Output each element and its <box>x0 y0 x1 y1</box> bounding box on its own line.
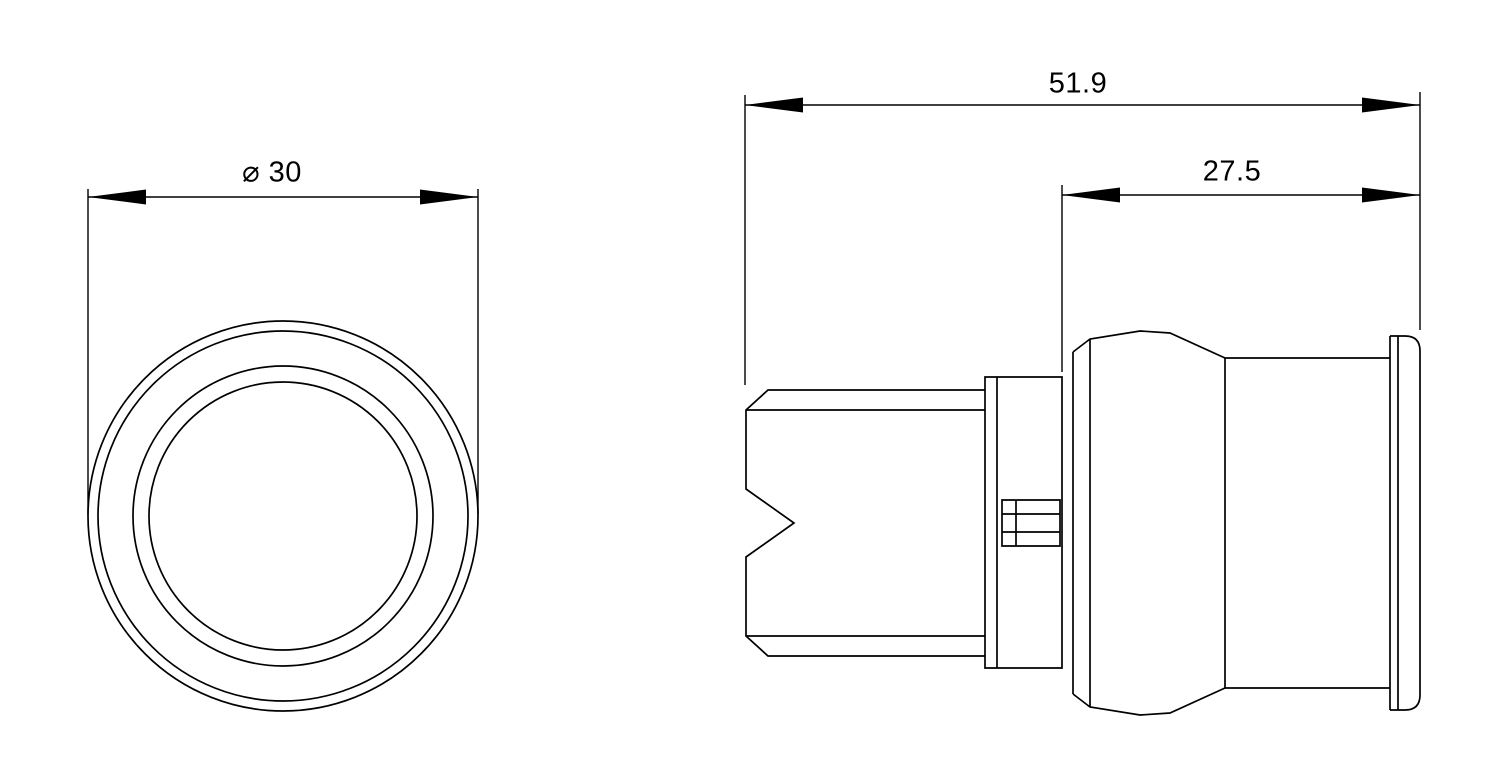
head-length-dimension <box>1061 185 1420 372</box>
collar-outline <box>984 376 1063 669</box>
rear-plunger-outline <box>745 389 985 657</box>
side-view-front-flange <box>1389 335 1421 711</box>
side-view-rear-plunger <box>745 389 985 657</box>
side-view <box>744 92 1421 716</box>
overall-arrowhead-right <box>1362 97 1420 113</box>
flange-outline <box>1390 335 1421 711</box>
head-arrowhead-right <box>1362 187 1420 203</box>
side-view-cap-skirt <box>1072 330 1226 716</box>
side-view-collar <box>984 376 1063 669</box>
front-view-inner-circle <box>148 381 418 651</box>
front-view-bezel-ring-circle <box>97 330 469 702</box>
front-view <box>87 320 479 712</box>
diameter-arrowhead-left <box>88 189 146 205</box>
diameter-dimension-label: ⌀ 30 <box>242 156 302 189</box>
front-view-cap-circle <box>132 365 434 667</box>
cap-skirt-top-profile <box>1072 330 1226 359</box>
overall-arrowhead-left <box>745 97 803 113</box>
latch-detail-outline <box>1001 499 1061 547</box>
front-view-outer-circle <box>87 320 479 712</box>
diameter-arrowhead-right <box>420 189 478 205</box>
cap-skirt-bottom-profile <box>1072 687 1226 716</box>
overall-length-dimension-label: 51.9 <box>1048 67 1108 100</box>
head-length-dimension-label: 27.5 <box>1202 155 1262 188</box>
side-view-head-body <box>1224 357 1390 689</box>
overall-length-dimension <box>744 92 1421 385</box>
diameter-dimension <box>87 189 479 514</box>
head-arrowhead-left <box>1062 187 1120 203</box>
